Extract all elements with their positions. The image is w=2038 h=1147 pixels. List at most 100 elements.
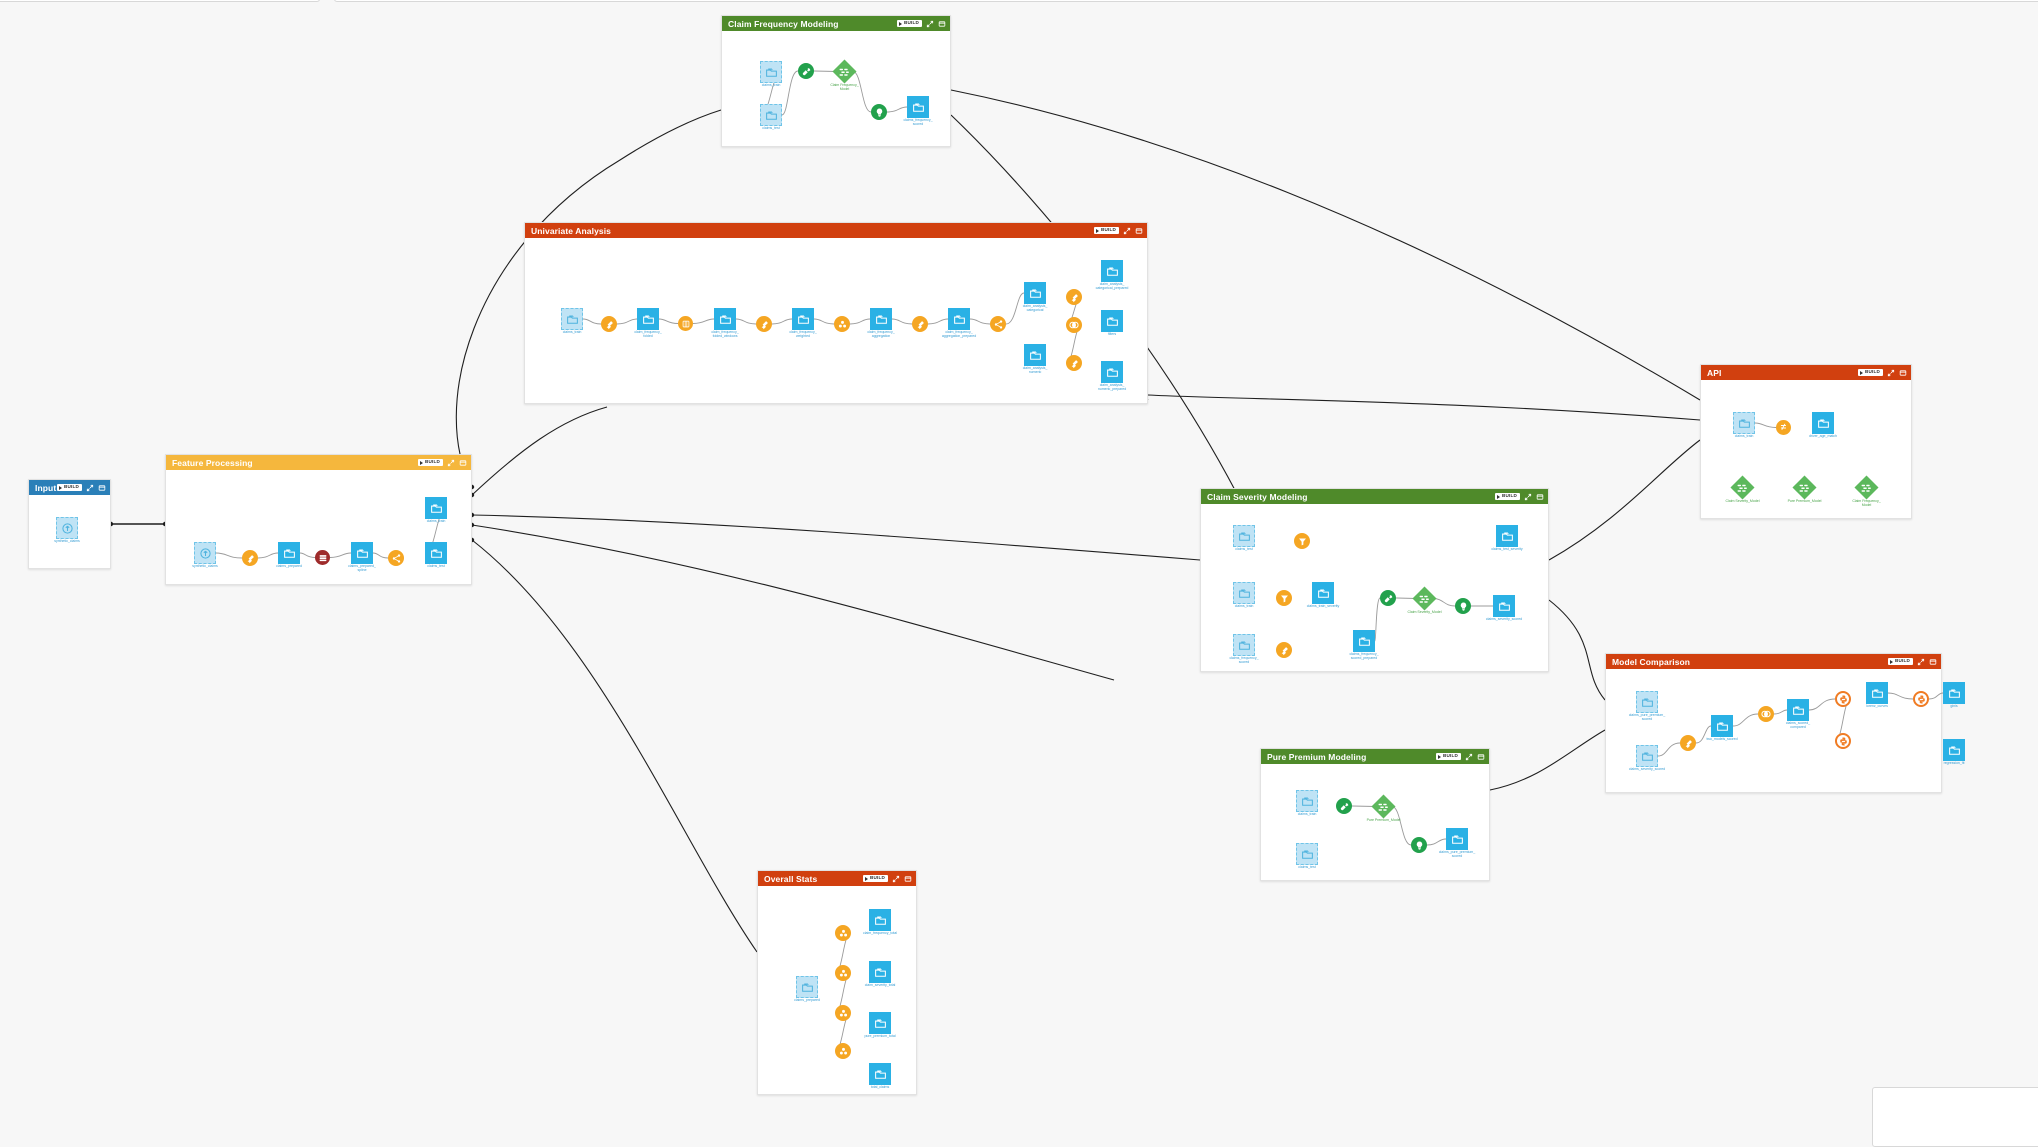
flow-node-csm_freq_scored_prepared[interactable]: claims_frequency_ scored_prepared bbox=[1349, 630, 1379, 660]
flow-node-ua_folded[interactable]: claim_frequency_ folded bbox=[634, 308, 662, 338]
expand-zone-icon[interactable] bbox=[904, 875, 912, 883]
flow-node-mc_two_models_scored[interactable]: two_models_scored bbox=[1706, 715, 1738, 741]
flow-node-csm_model[interactable]: Claim Severity_Model bbox=[1408, 586, 1442, 614]
zone-actions[interactable]: BUILD bbox=[1495, 492, 1544, 501]
zone-actions[interactable]: BUILD bbox=[418, 458, 467, 467]
flow-node-csm_test_severity[interactable]: claims_test_severity bbox=[1491, 525, 1523, 551]
zone-actions[interactable]: BUILD bbox=[1858, 368, 1907, 377]
flow-node-csm_train_severity[interactable]: claims_train_severity bbox=[1307, 582, 1339, 608]
flow-node-ppm_claims_test[interactable]: claims_test bbox=[1296, 843, 1318, 869]
flow-node-ua_prep2[interactable] bbox=[756, 316, 772, 332]
flow-node-ua_agg[interactable]: claim_frequency_ aggregation bbox=[867, 308, 895, 338]
flow-node-os_total_claims[interactable]: total_claims bbox=[869, 1063, 891, 1089]
zone-build-button[interactable]: BUILD bbox=[57, 483, 82, 492]
flow-node-os_pure_premium_total[interactable]: pure_premium_total bbox=[864, 1012, 896, 1038]
flow-node-ua_weighted[interactable]: claim_frequency_ weighted bbox=[789, 308, 817, 338]
flow-node-csm_prep[interactable] bbox=[1276, 642, 1292, 658]
flow-node-in_synthetic_claims[interactable]: synthetic_claims bbox=[54, 517, 80, 543]
flow-node-api_distinct[interactable]: ≠ bbox=[1776, 420, 1791, 435]
flow-node-api_model_freq[interactable]: Claim Frequency_ Model bbox=[1852, 475, 1881, 507]
zone-actions[interactable]: BUILD bbox=[897, 19, 946, 28]
flow-node-mc_prep[interactable] bbox=[1680, 735, 1696, 751]
flow-node-os_group2[interactable] bbox=[835, 965, 851, 981]
flow-node-ua_join[interactable] bbox=[1066, 317, 1082, 333]
flow-node-mc_claims_scored_compared[interactable]: claims_scored_ compared bbox=[1786, 699, 1810, 729]
flow-node-api_claims_train[interactable]: claims_train bbox=[1733, 412, 1755, 438]
expand-zone-icon[interactable] bbox=[1899, 369, 1907, 377]
zone-build-button[interactable]: BUILD bbox=[1094, 226, 1119, 235]
flow-node-csm_claims_train[interactable]: claims_train bbox=[1233, 582, 1255, 608]
flow-node-os_group4[interactable] bbox=[835, 1043, 851, 1059]
flow-node-ua_cat_prepared[interactable]: claim_analysis_ categorical_prepared bbox=[1096, 260, 1128, 290]
flow-node-api_model_pure[interactable]: Pure Premium_Model bbox=[1788, 475, 1821, 503]
flow-node-mc_pure_premium_scored[interactable]: claims_pure_premium_ scored bbox=[1629, 691, 1665, 721]
flow-node-ua_num_prepared[interactable]: claim_analysis_ numeric_prepared bbox=[1098, 361, 1126, 391]
edit-zone-icon[interactable] bbox=[447, 459, 455, 467]
flow-node-ua_filters[interactable]: filters bbox=[1101, 310, 1123, 336]
flow-node-cfm_train_recipe[interactable] bbox=[798, 63, 814, 79]
flow-node-ppm_model[interactable]: Pure Premium_Model bbox=[1367, 794, 1400, 822]
flow-node-cfm_scored[interactable]: claims_frequency_ scored bbox=[903, 96, 933, 126]
zone-build-button[interactable]: BUILD bbox=[1888, 657, 1913, 666]
flow-node-mc_python3[interactable] bbox=[1835, 733, 1851, 749]
flow-node-cfm_model[interactable]: Claim Frequency_ Model bbox=[830, 59, 859, 91]
edit-zone-icon[interactable] bbox=[1917, 658, 1925, 666]
zone-build-button[interactable]: BUILD bbox=[1858, 368, 1883, 377]
flow-node-ua_prep_cat[interactable] bbox=[1066, 289, 1082, 305]
edit-zone-icon[interactable] bbox=[1524, 493, 1532, 501]
expand-zone-icon[interactable] bbox=[1135, 227, 1143, 235]
flow-node-fp_split[interactable] bbox=[388, 550, 404, 566]
flow-node-ua_split[interactable] bbox=[990, 316, 1006, 332]
flow-node-csm_score_recipe[interactable] bbox=[1455, 598, 1471, 614]
edit-zone-icon[interactable] bbox=[1465, 753, 1473, 761]
expand-zone-icon[interactable] bbox=[459, 459, 467, 467]
flow-node-ua_agg_prepared[interactable]: claim_frequency_ aggregation_prepared bbox=[942, 308, 976, 338]
flow-node-ppm_pure_premium_scored[interactable]: claims_pure_premium_ scored bbox=[1439, 828, 1475, 858]
zone-actions[interactable]: BUILD bbox=[1888, 657, 1937, 666]
expand-zone-icon[interactable] bbox=[98, 484, 106, 492]
flow-node-mc_python1[interactable] bbox=[1835, 691, 1851, 707]
flow-node-os_claims_prepared[interactable]: claims_prepared bbox=[794, 976, 820, 1002]
flow-node-fp_claims_train[interactable]: claims_train bbox=[425, 497, 447, 523]
flow-node-fp_prepare1[interactable] bbox=[242, 550, 258, 566]
zone-actions[interactable]: BUILD bbox=[1094, 226, 1143, 235]
flow-node-cfm_score_recipe[interactable] bbox=[871, 104, 887, 120]
flow-node-ua_prep3[interactable] bbox=[912, 316, 928, 332]
zone-build-button[interactable]: BUILD bbox=[863, 874, 888, 883]
flow-node-os_group3[interactable] bbox=[835, 1005, 851, 1021]
flow-node-csm_train_recipe[interactable] bbox=[1380, 590, 1396, 606]
zone-actions[interactable]: BUILD bbox=[863, 874, 912, 883]
expand-zone-icon[interactable] bbox=[1536, 493, 1544, 501]
flow-node-ppm_claims_train[interactable]: claims_train bbox=[1296, 790, 1318, 816]
flow-node-csm_filter_train[interactable] bbox=[1276, 590, 1292, 606]
flow-node-ua_categorical[interactable]: claim_analysis_ categorical bbox=[1023, 282, 1047, 312]
flow-node-csm_severity_scored[interactable]: claims_severity_scored bbox=[1486, 595, 1522, 621]
flow-node-mc_join[interactable] bbox=[1758, 706, 1774, 722]
zone-build-button[interactable]: BUILD bbox=[418, 458, 443, 467]
flow-node-ua_window[interactable] bbox=[678, 316, 693, 331]
flow-node-ua_numeric[interactable]: claim_analysis_ numeric bbox=[1023, 344, 1047, 374]
zone-actions[interactable]: BUILD bbox=[57, 483, 106, 492]
zone-actions[interactable]: BUILD bbox=[1436, 752, 1485, 761]
zone-build-button[interactable]: BUILD bbox=[897, 19, 922, 28]
edit-zone-icon[interactable] bbox=[86, 484, 94, 492]
flow-node-csm_freq_scored[interactable]: claims_frequency_ scored bbox=[1229, 634, 1259, 664]
flow-node-ua_prep1[interactable] bbox=[601, 316, 617, 332]
flow-node-os_claim_frequency_total[interactable]: claim_frequency_total bbox=[863, 909, 897, 935]
